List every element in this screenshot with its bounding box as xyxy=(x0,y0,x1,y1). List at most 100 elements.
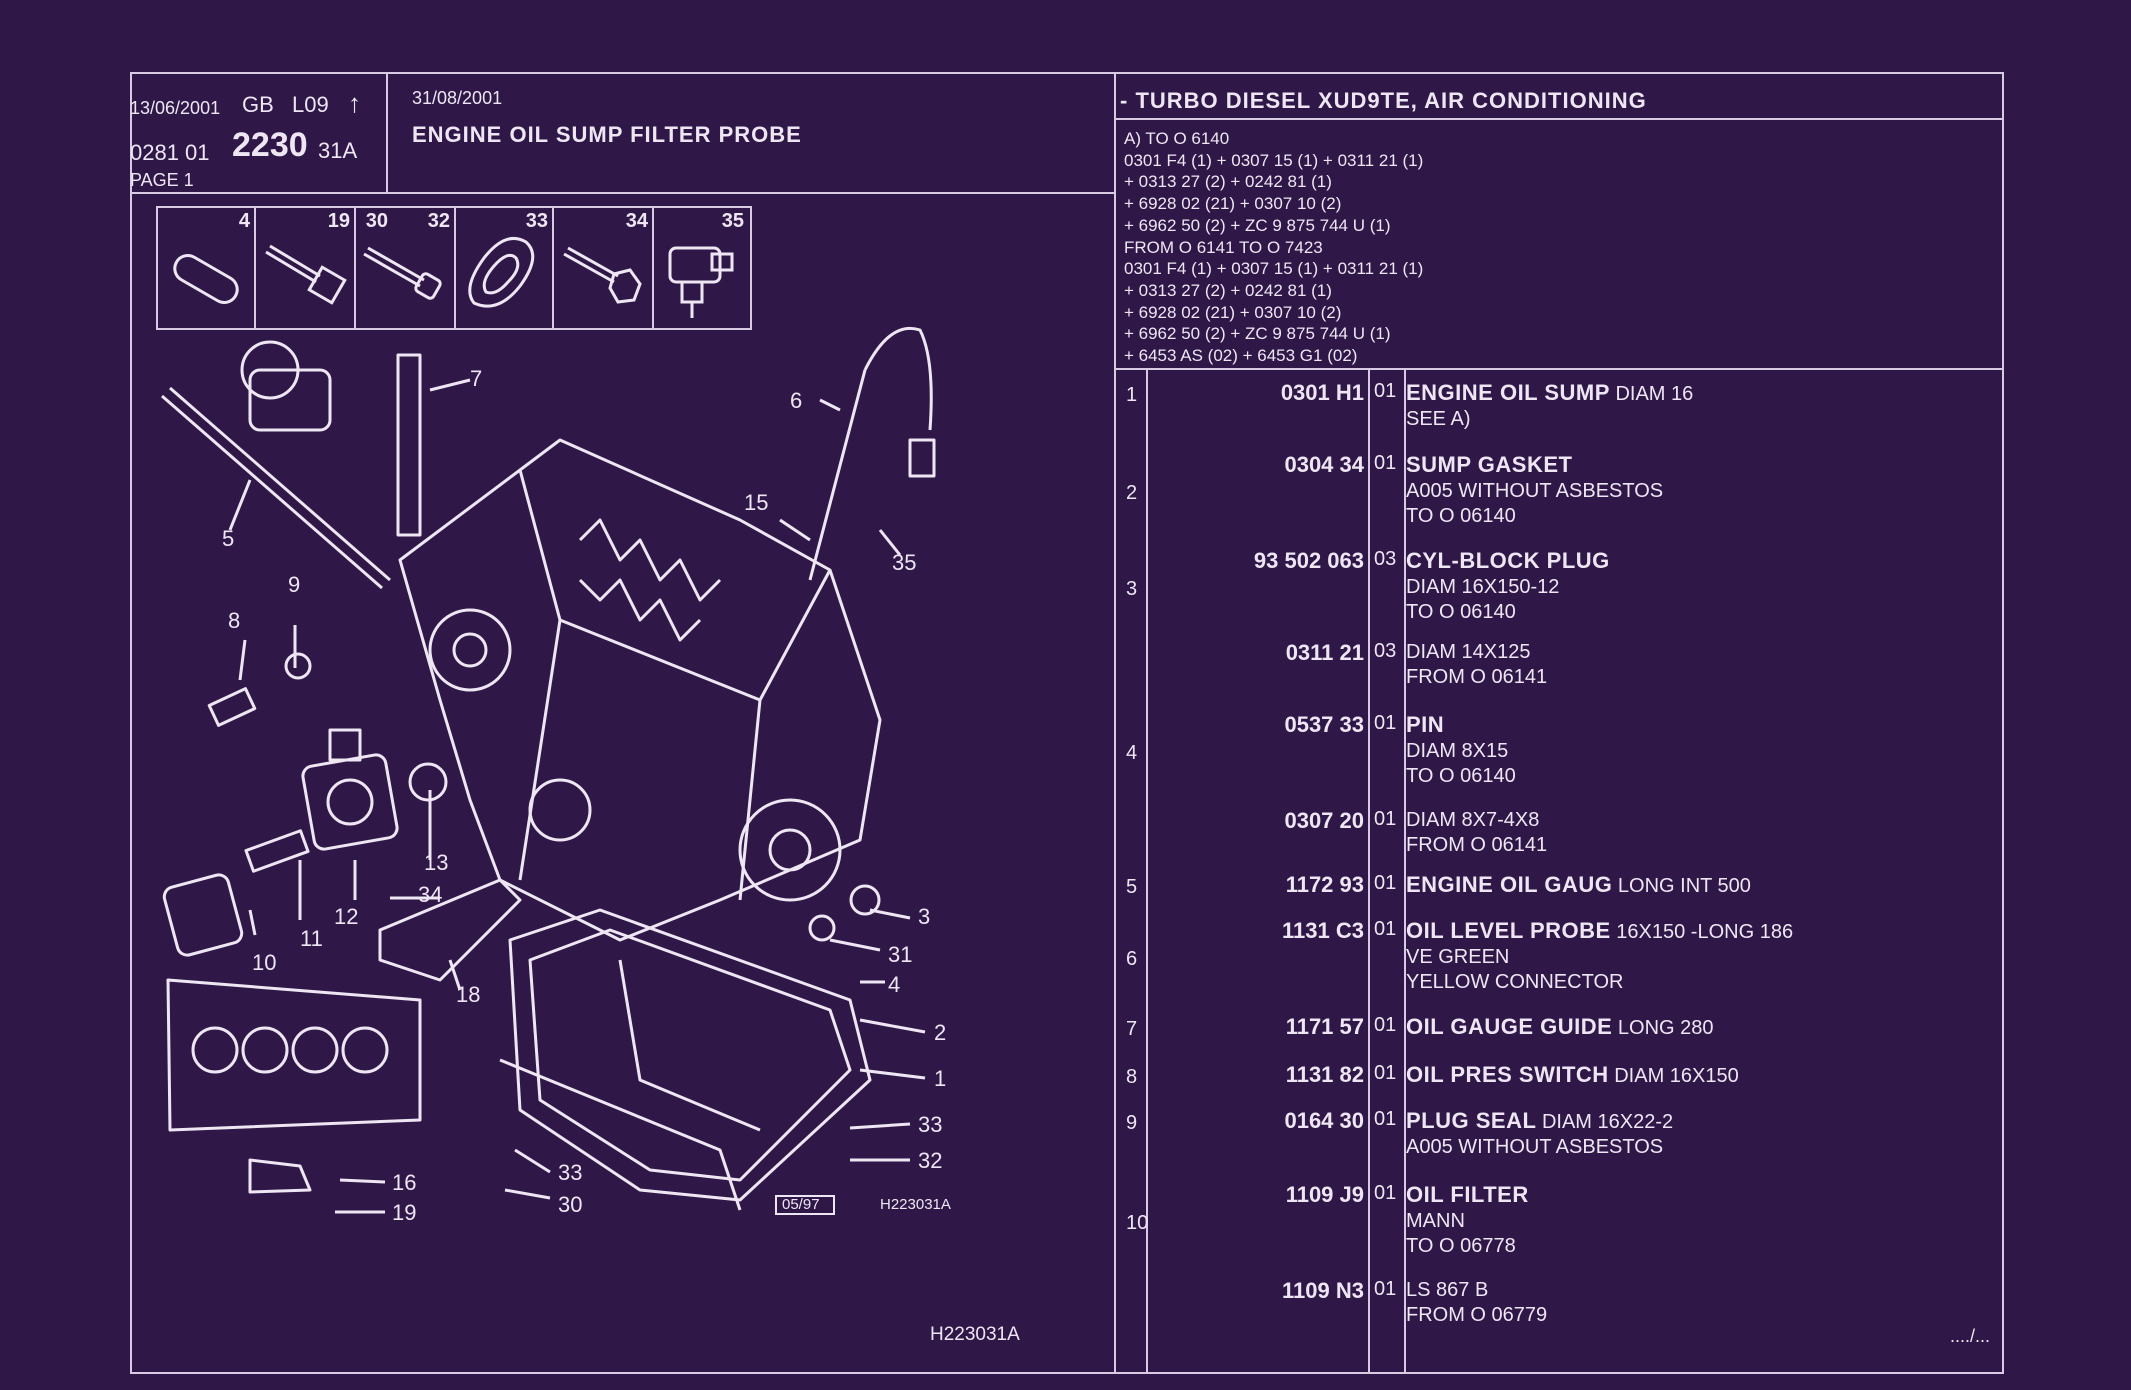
part-description-line: OIL LEVEL PROBE 16X150 -LONG 186 xyxy=(1406,918,1793,945)
part-spec: LONG INT 500 xyxy=(1612,875,1751,897)
note-line: FROM O 6141 TO O 7423 xyxy=(1124,237,1323,257)
col-line-qty-left xyxy=(1368,370,1370,1372)
part-reference: 0304 34 xyxy=(1284,452,1364,477)
part-reference: 93 502 063 xyxy=(1253,548,1364,573)
pin-icon xyxy=(173,254,239,304)
callout-label: 15 xyxy=(744,490,769,515)
part-detail-line: SEE A) xyxy=(1406,408,1471,430)
part-line-number: 10 xyxy=(1126,1212,1149,1234)
thumb-label: 33 xyxy=(525,210,548,232)
footer-reference: H223031A xyxy=(930,1324,1020,1345)
part-reference: 1109 J9 xyxy=(1285,1182,1364,1207)
part-reference: 1172 93 xyxy=(1285,872,1364,897)
part-line-number: 3 xyxy=(1126,578,1138,600)
compatibility-notes: A) TO O 6140 0301 F4 (1) + 0307 15 (1) +… xyxy=(1124,128,1423,367)
sensor-icon xyxy=(668,246,734,318)
part-name: ENGINE OIL SUMP xyxy=(1406,380,1610,405)
parts-sheet xyxy=(130,72,2004,1374)
reference-prefix: 0281 01 xyxy=(130,140,210,165)
seal-icon xyxy=(468,237,535,308)
col-line-num xyxy=(1146,370,1148,1372)
part-description-line: SUMP GASKET xyxy=(1406,452,1663,479)
note-line: + 6962 50 (2) + ZC 9 875 744 U (1) xyxy=(1124,324,1391,344)
part-description-line: OIL FILTER xyxy=(1406,1182,1529,1209)
part-quantity: 01 xyxy=(1374,712,1397,734)
part-description[interactable]: OIL GAUGE GUIDE LONG 280 xyxy=(1406,1014,1714,1041)
callout-label: 31 xyxy=(888,942,913,967)
part-description-line: DIAM 14X125 xyxy=(1406,640,1547,665)
callout-label: 11 xyxy=(300,926,323,951)
thumb-pin[interactable]: 4 xyxy=(158,208,256,328)
note-line: + 6453 AS (02) + 6453 G1 (02) xyxy=(1124,346,1358,366)
part-description-line: PIN xyxy=(1406,712,1516,739)
part-reference: 1109 N3 xyxy=(1282,1278,1364,1303)
callout-label: 6 xyxy=(790,388,803,413)
part-detail-line: TO O 06140 xyxy=(1406,601,1516,623)
part-quantity: 01 xyxy=(1374,1182,1397,1204)
part-detail-line: VE GREEN xyxy=(1406,946,1510,968)
part-quantity: 01 xyxy=(1374,1062,1397,1084)
part-quantity: 01 xyxy=(1374,808,1397,830)
part-line-number: 1 xyxy=(1126,384,1138,406)
hex-bolt-icon xyxy=(563,246,642,304)
part-spec: 16X150 -LONG 186 xyxy=(1610,921,1794,943)
part-detail-line: TO O 06778 xyxy=(1406,1235,1516,1257)
model-title: - TURBO DIESEL XUD9TE, AIR CONDITIONING xyxy=(1120,88,1647,113)
callout-label: 1 xyxy=(934,1066,947,1091)
part-reference: 0311 21 xyxy=(1285,640,1364,665)
part-spec: DIAM 8X7-4X8 xyxy=(1406,809,1540,831)
part-description[interactable]: OIL PRES SWITCH DIAM 16X150 xyxy=(1406,1062,1739,1089)
part-name: OIL LEVEL PROBE xyxy=(1406,918,1611,943)
part-line-number: 6 xyxy=(1126,948,1138,970)
callout-label: 3 xyxy=(918,904,931,929)
callout-label: 12 xyxy=(334,904,359,929)
part-spec: LS 867 B xyxy=(1406,1279,1489,1301)
divider-header-date xyxy=(386,72,388,194)
thumb-seal-33[interactable]: 33 xyxy=(454,208,554,328)
part-quantity: 01 xyxy=(1374,872,1397,894)
part-reference: 1131 82 xyxy=(1285,1062,1364,1087)
part-spec: DIAM 16X22-2 xyxy=(1536,1111,1674,1133)
callout-label: 34 xyxy=(418,882,443,907)
part-spec: DIAM 14X125 xyxy=(1406,641,1531,663)
thumb-bolt-19[interactable]: 19 xyxy=(254,208,356,328)
callout-label: 35 xyxy=(892,550,917,575)
part-name: SUMP GASKET xyxy=(1406,452,1573,477)
thumb-sensor-35[interactable]: 35 xyxy=(652,208,748,328)
reference-suffix: 31A xyxy=(318,138,358,163)
part-line-number: 7 xyxy=(1126,1018,1138,1040)
page-number: PAGE 1 xyxy=(130,170,194,190)
up-arrow-icon: ↑ xyxy=(348,88,361,118)
divider-notes xyxy=(1114,368,2002,370)
part-detail-line: MANN xyxy=(1406,1210,1465,1232)
part-description-line: LS 867 B xyxy=(1406,1278,1547,1303)
part-detail-line: DIAM 16X150-12 xyxy=(1406,576,1560,598)
part-quantity: 03 xyxy=(1374,640,1397,662)
callout-label: 33 xyxy=(558,1160,583,1185)
reference-main: 2230 xyxy=(232,126,308,164)
long-bolt-icon xyxy=(363,246,442,300)
part-description[interactable]: ENGINE OIL GAUG LONG INT 500 xyxy=(1406,872,1751,899)
small-parts-strip: 4 19 30 32 33 34 35 xyxy=(156,206,752,330)
part-name: OIL GAUGE GUIDE xyxy=(1406,1014,1613,1039)
part-line-number: 5 xyxy=(1126,876,1138,898)
issue-date: 13/06/2001 xyxy=(130,98,221,118)
part-description-line: CYL-BLOCK PLUG xyxy=(1406,548,1610,575)
part-spec: LONG 280 xyxy=(1612,1017,1714,1039)
callout-label: 7 xyxy=(470,366,483,391)
note-line: + 0313 27 (2) + 0242 81 (1) xyxy=(1124,172,1332,192)
note-line: + 0313 27 (2) + 0242 81 (1) xyxy=(1124,280,1332,300)
thumb-bolt-32[interactable]: 32 xyxy=(354,208,456,328)
part-name: ENGINE OIL GAUG xyxy=(1406,872,1613,897)
thumb-bolt-34[interactable]: 34 xyxy=(552,208,654,328)
